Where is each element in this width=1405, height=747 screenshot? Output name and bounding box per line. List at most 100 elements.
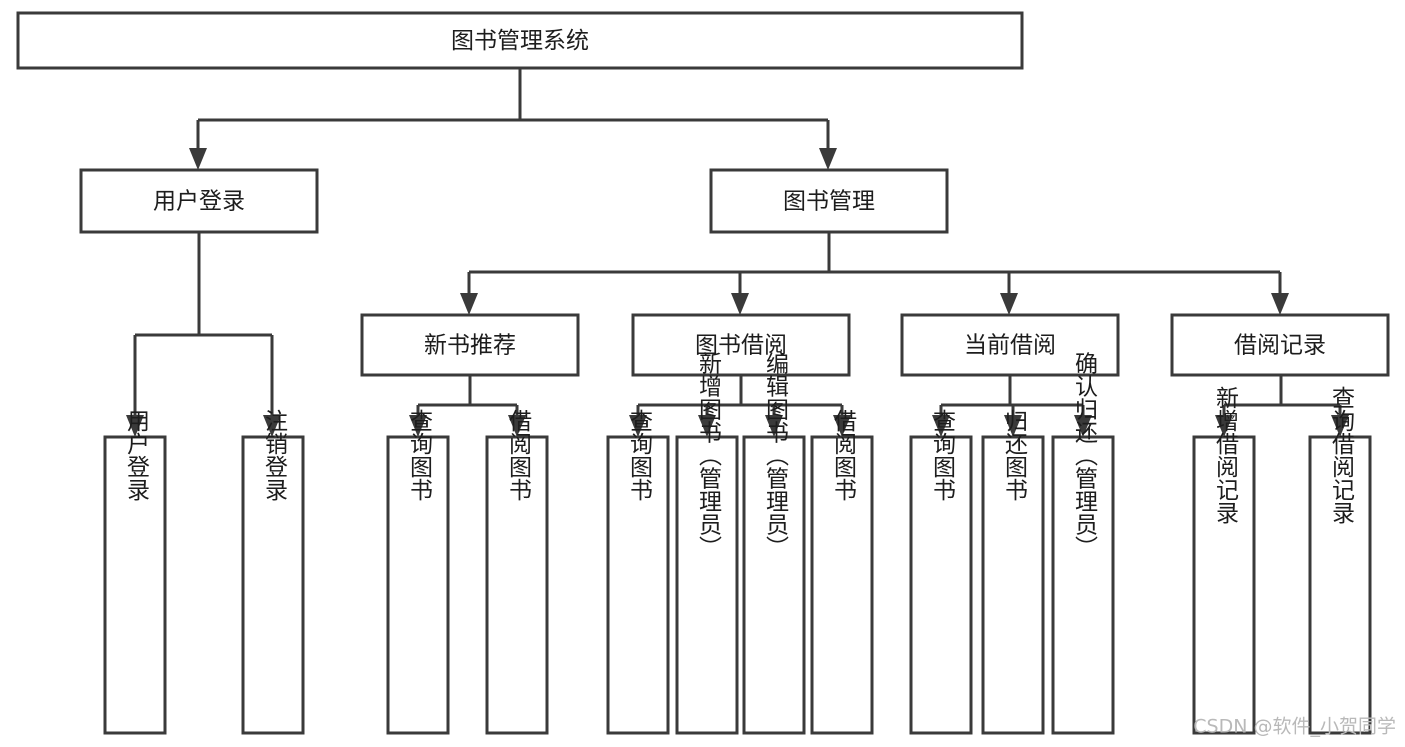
node-leaf-borrow-book-2[interactable]: 借阅图书 <box>810 409 874 735</box>
node-box[interactable] <box>241 435 305 735</box>
arrow-head-icon <box>833 415 851 437</box>
connector-book-borrow-to-leaf-2 <box>698 405 716 437</box>
node-borrow-record[interactable]: 借阅记录 <box>1170 313 1390 377</box>
node-box[interactable] <box>103 435 167 735</box>
node-box[interactable] <box>900 313 1120 377</box>
node-box[interactable] <box>810 435 874 735</box>
arrow-head-icon <box>189 148 207 170</box>
arrow-head-icon <box>731 293 749 315</box>
arrow-head-icon <box>409 415 427 437</box>
node-label: 查询图书 <box>929 409 957 501</box>
arrow-head-icon <box>1331 415 1349 437</box>
connector-borrow-record-to-leaf-1 <box>1215 405 1233 437</box>
node-book-borrow[interactable]: 图书借阅 <box>631 313 851 377</box>
node-label: 注销登录 <box>261 409 289 501</box>
node-label: 用户登录 <box>123 409 151 501</box>
node-box[interactable] <box>16 11 1024 70</box>
arrow-head-icon <box>1074 415 1092 437</box>
connector-layer <box>126 68 1349 437</box>
node-leaf-return-book[interactable]: 归还图书 <box>981 409 1045 735</box>
node-current-borrow[interactable]: 当前借阅 <box>900 313 1120 377</box>
arrow-head-icon <box>1004 415 1022 437</box>
arrow-head-icon <box>460 293 478 315</box>
node-leaf-add-borrow-record[interactable]: 新增借阅记录 <box>1192 386 1256 735</box>
connector-user-login-to-leaf-1 <box>126 335 144 437</box>
node-box[interactable] <box>485 435 549 735</box>
connector-book-manage-to-current-borrow <box>1000 272 1018 315</box>
node-box[interactable] <box>386 435 450 735</box>
node-label: 新增图书（管理员） <box>695 352 723 559</box>
connector-user-login-to-leaf-2 <box>263 335 281 437</box>
node-box[interactable] <box>360 313 580 377</box>
node-leaf-logout-login[interactable]: 注销登录 <box>241 409 305 735</box>
node-leaf-borrow-book-1[interactable]: 借阅图书 <box>485 409 549 735</box>
connector-current-borrow-to-leaf-1 <box>932 405 950 437</box>
node-root[interactable]: 图书管理系统 <box>16 11 1024 70</box>
arrow-head-icon <box>1215 415 1233 437</box>
connector-root-to-book-manage <box>819 120 837 170</box>
arrow-head-icon <box>765 415 783 437</box>
node-book-manage[interactable]: 图书管理 <box>709 168 949 234</box>
connector-new-book-to-leaf-1 <box>409 405 427 437</box>
node-label: 借阅图书 <box>505 409 533 501</box>
connector-current-borrow-to-leaf-3 <box>1074 405 1092 437</box>
node-box[interactable] <box>742 435 806 735</box>
node-box[interactable] <box>981 435 1045 735</box>
node-layer: 图书管理系统用户登录图书管理新书推荐图书借阅当前借阅借阅记录用户登录注销登录查询… <box>16 11 1390 735</box>
node-leaf-edit-book-admin[interactable]: 编辑图书（管理员） <box>742 352 806 735</box>
node-leaf-confirm-return-admin[interactable]: 确认归还（管理员） <box>1051 352 1115 735</box>
watermark-label: CSDN @软件_小贺同学 <box>1193 716 1396 738</box>
node-label: 查询借阅记录 <box>1328 386 1356 524</box>
arrow-head-icon <box>1271 293 1289 315</box>
arrow-head-icon <box>629 415 647 437</box>
node-label: 图书管理系统 <box>451 28 589 54</box>
node-label: 新增借阅记录 <box>1212 386 1240 524</box>
node-leaf-query-book-1[interactable]: 查询图书 <box>386 409 450 735</box>
connector-book-borrow-to-leaf-1 <box>629 405 647 437</box>
connector-new-book-to-leaf-2 <box>508 405 526 437</box>
arrow-head-icon <box>126 415 144 437</box>
node-label: 新书推荐 <box>424 333 516 359</box>
arrow-head-icon <box>698 415 716 437</box>
node-box[interactable] <box>1170 313 1390 377</box>
watermark-layer: CSDN @软件_小贺同学 <box>1193 716 1396 738</box>
node-box[interactable] <box>1051 435 1115 735</box>
node-box[interactable] <box>709 168 949 234</box>
node-leaf-query-book-2[interactable]: 查询图书 <box>606 409 670 735</box>
node-label: 编辑图书（管理员） <box>762 352 790 559</box>
connector-book-borrow-to-leaf-4 <box>833 405 851 437</box>
node-label: 确认归还（管理员） <box>1071 352 1099 559</box>
node-label: 图书借阅 <box>695 333 787 359</box>
connector-root-to-user-login <box>189 120 207 170</box>
node-label: 查询图书 <box>406 409 434 501</box>
node-label: 归还图书 <box>1001 409 1029 501</box>
node-new-book-recommend[interactable]: 新书推荐 <box>360 313 580 377</box>
node-box[interactable] <box>606 435 670 735</box>
arrow-head-icon <box>508 415 526 437</box>
node-leaf-user-login[interactable]: 用户登录 <box>103 409 167 735</box>
connector-book-manage-to-borrow-record <box>1271 272 1289 315</box>
node-box[interactable] <box>631 313 851 377</box>
node-box[interactable] <box>1308 435 1372 735</box>
node-label: 用户登录 <box>153 189 245 215</box>
node-label: 借阅图书 <box>830 409 858 501</box>
arrow-head-icon <box>1000 293 1018 315</box>
node-box[interactable] <box>675 435 739 735</box>
node-leaf-query-book-3[interactable]: 查询图书 <box>909 409 973 735</box>
node-box[interactable] <box>79 168 319 234</box>
connector-book-borrow-to-leaf-3 <box>765 405 783 437</box>
node-user-login[interactable]: 用户登录 <box>79 168 319 234</box>
node-box[interactable] <box>1192 435 1256 735</box>
arrow-head-icon <box>263 415 281 437</box>
connector-book-manage-to-book-borrow <box>731 272 749 315</box>
node-box[interactable] <box>909 435 973 735</box>
node-leaf-add-book-admin[interactable]: 新增图书（管理员） <box>675 352 739 735</box>
node-label: 借阅记录 <box>1234 333 1326 359</box>
connector-current-borrow-to-leaf-2 <box>1004 405 1022 437</box>
connector-borrow-record-to-leaf-2 <box>1331 405 1349 437</box>
node-label: 图书管理 <box>783 189 875 215</box>
node-label: 当前借阅 <box>964 333 1056 359</box>
node-leaf-query-borrow-record[interactable]: 查询借阅记录 <box>1308 386 1372 735</box>
